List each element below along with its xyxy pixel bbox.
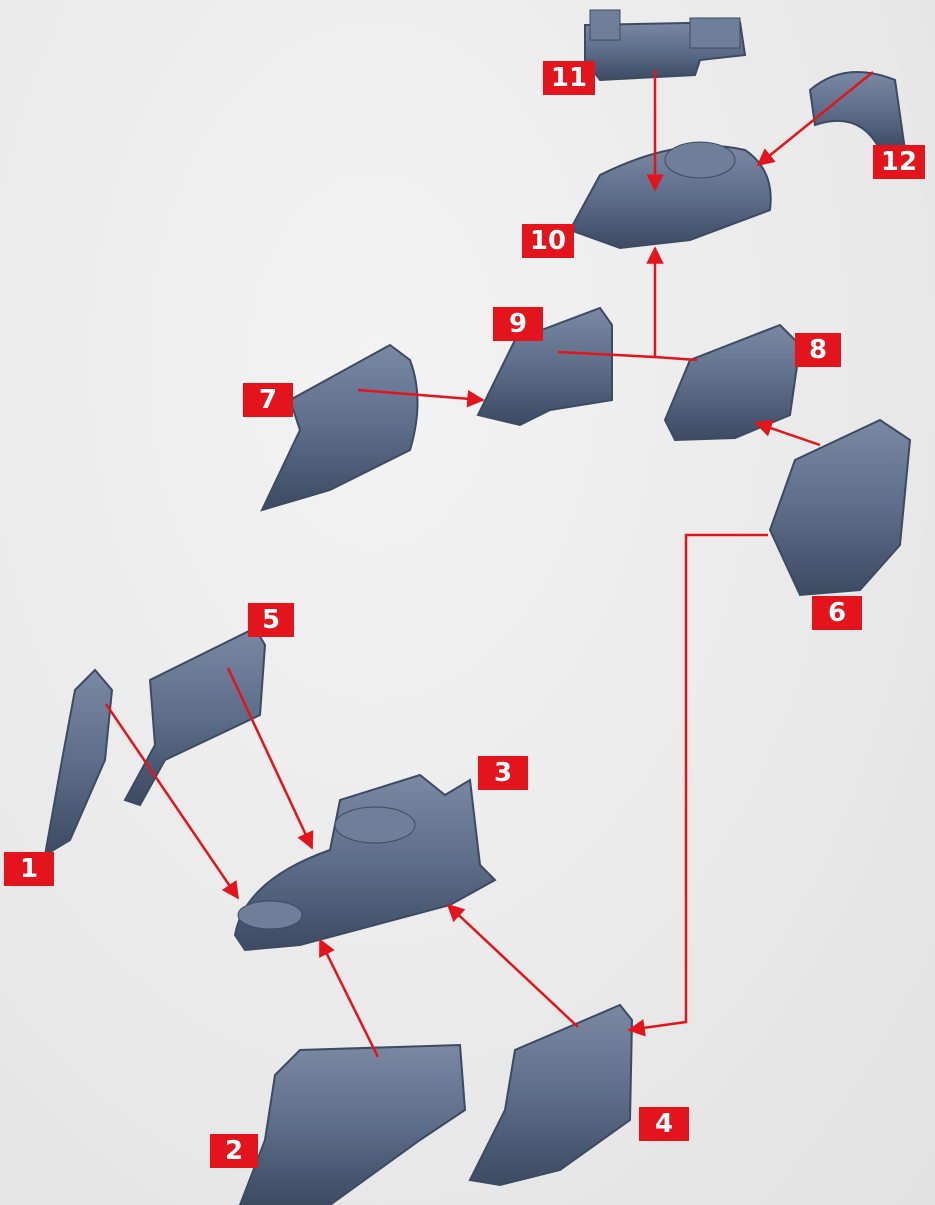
arrow-4-to-3: [448, 905, 578, 1027]
arrows: [106, 70, 873, 1057]
part-4: [470, 1005, 632, 1185]
label-4: 4: [639, 1107, 689, 1141]
arrow-2-to-3: [320, 940, 378, 1057]
part-3: [235, 775, 495, 950]
arrow-8-branch: [655, 357, 697, 360]
part-1: [45, 670, 112, 855]
part-8: [665, 325, 800, 440]
part-6: [770, 420, 910, 595]
label-2: 2: [210, 1134, 258, 1168]
label-12: 12: [873, 145, 925, 179]
label-6: 6: [812, 596, 862, 630]
label-11: 11: [543, 61, 595, 95]
part-10: [570, 142, 771, 248]
part-5: [125, 628, 265, 805]
arrow-6-to-4: [629, 535, 768, 1030]
part-7: [262, 345, 418, 510]
label-10: 10: [522, 224, 574, 258]
label-1: 1: [4, 852, 54, 886]
label-9: 9: [493, 307, 543, 341]
part-2: [240, 1045, 465, 1205]
label-3: 3: [478, 756, 528, 790]
label-8: 8: [795, 333, 841, 367]
label-7: 7: [243, 383, 293, 417]
part-11: [585, 10, 745, 80]
label-5: 5: [248, 603, 294, 637]
arrow-6-to-8: [756, 423, 820, 445]
arrow-5-to-3: [228, 668, 312, 848]
